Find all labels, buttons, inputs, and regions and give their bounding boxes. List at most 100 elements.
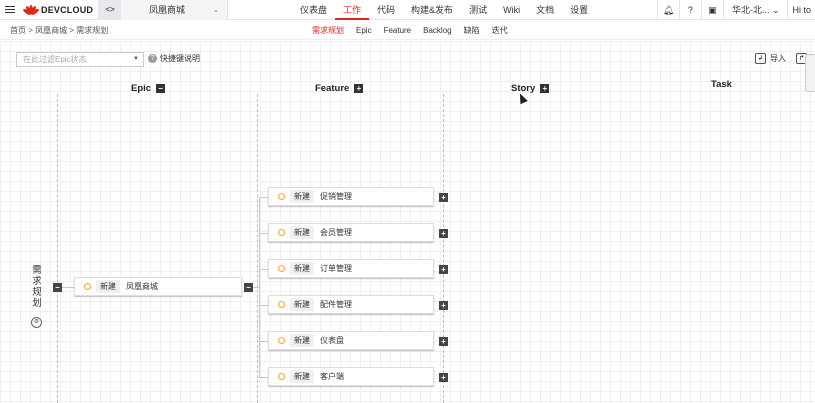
plus-square-icon[interactable]: +	[439, 337, 448, 346]
connector-line	[259, 269, 268, 270]
settings-cog-icon[interactable]: ⚙	[31, 317, 42, 328]
feature-name: 客户端	[320, 372, 344, 381]
main-nav: 仪表盘 工作 代码 构建&发布 测试 Wiki 文档 设置	[292, 0, 596, 20]
tab-epic[interactable]: Epic	[356, 26, 372, 35]
import-label: 导入	[770, 54, 786, 63]
nav-dashboard[interactable]: 仪表盘	[300, 5, 328, 15]
feature-card[interactable]: 新建 仪表盘	[268, 331, 434, 350]
root-node-label: 需求规划	[32, 265, 42, 309]
column-title-feature: Feature	[315, 83, 350, 94]
plus-square-icon[interactable]: +	[439, 265, 448, 274]
tab-backlog[interactable]: Backlog	[423, 26, 452, 35]
tab-iterations[interactable]: 迭代	[491, 26, 508, 35]
work-tabs: 需求规划 Epic Feature Backlog 缺陷 迭代	[306, 21, 514, 40]
epic-status-filter[interactable]: 在此过滤Epic状态 ▼	[16, 52, 144, 67]
help-icon[interactable]: ?	[678, 0, 701, 20]
connector-line	[253, 287, 259, 288]
connector-line	[259, 233, 268, 234]
user-menu[interactable]: Hi to	[787, 0, 815, 20]
nav-build-release[interactable]: 构建&发布	[411, 5, 454, 15]
connector-line	[259, 305, 268, 306]
feature-name: 订单管理	[320, 264, 352, 273]
filter-placeholder: 在此过滤Epic状态	[23, 55, 87, 64]
planning-canvas[interactable]: 在此过滤Epic状态 ▼ ? 快捷键说明 ↲ 导入 ↱ Epic − Featu…	[0, 41, 815, 403]
region-label: 华北-北...	[731, 5, 770, 15]
logo-text: DEVCLOUD	[41, 4, 94, 15]
status-badge: 新建	[290, 262, 314, 275]
plus-square-icon[interactable]: +	[439, 229, 448, 238]
feature-name: 会员管理	[320, 228, 352, 237]
status-circle-icon	[278, 337, 285, 344]
tab-defects[interactable]: 缺陷	[463, 26, 480, 35]
status-badge: 新建	[290, 334, 314, 347]
tab-feature[interactable]: Feature	[383, 26, 412, 35]
nav-docs[interactable]: 文档	[536, 5, 555, 15]
tree-trunk-line	[259, 197, 260, 377]
project-switcher[interactable]: <> 凤凰商城 ⌄	[98, 0, 228, 20]
bell-icon[interactable]: 🔔︎	[656, 0, 679, 20]
plus-square-icon[interactable]: +	[354, 84, 364, 93]
feature-card[interactable]: 新建 会员管理	[268, 223, 434, 242]
region-selector[interactable]: 华北-北... ⌄	[722, 0, 788, 20]
clipboard-icon[interactable]: ▣	[700, 0, 723, 20]
nav-test[interactable]: 测试	[469, 5, 488, 15]
breadcrumb[interactable]: 首页 > 凤凰商城 > 需求规划	[10, 26, 109, 35]
tab-requirement-planning[interactable]: 需求规划	[312, 26, 344, 35]
connector-line	[259, 341, 268, 342]
column-divider	[257, 94, 258, 403]
shortcut-help-link[interactable]: ? 快捷键说明	[148, 53, 200, 64]
status-badge: 新建	[290, 226, 314, 239]
devcloud-logo[interactable]: DEVCLOUD	[20, 0, 98, 20]
epic-collapse-toggle[interactable]: −	[244, 283, 253, 292]
question-icon: ?	[148, 54, 157, 63]
plus-square-icon[interactable]: +	[439, 301, 448, 310]
import-icon: ↲	[755, 53, 766, 64]
connector-line	[259, 197, 268, 198]
plus-square-icon[interactable]: +	[439, 373, 448, 382]
nav-code[interactable]: 代码	[377, 5, 396, 15]
top-navigation-bar: DEVCLOUD <> 凤凰商城 ⌄ 仪表盘 工作 代码 构建&发布 测试 Wi…	[0, 0, 815, 20]
column-header-task: Task	[711, 79, 732, 90]
shortcut-label: 快捷键说明	[160, 54, 200, 63]
connector-line	[62, 287, 74, 288]
feature-name: 促销管理	[320, 192, 352, 201]
column-header-feature: Feature +	[315, 83, 364, 94]
column-title-epic: Epic	[131, 83, 152, 94]
side-panel-handle[interactable]	[805, 54, 815, 92]
status-circle-icon	[278, 265, 285, 272]
project-name: 凤凰商城	[148, 5, 185, 15]
sub-navigation-bar: 首页 > 凤凰商城 > 需求规划 需求规划 Epic Feature Backl…	[0, 21, 815, 40]
feature-card[interactable]: 新建 促销管理	[268, 187, 434, 206]
column-header-epic: Epic −	[131, 83, 166, 94]
feature-card[interactable]: 新建 订单管理	[268, 259, 434, 278]
chevron-down-icon[interactable]: ⌄	[213, 6, 219, 14]
status-circle-icon	[278, 193, 285, 200]
import-button[interactable]: ↲ 导入	[755, 53, 786, 64]
connector-line	[259, 377, 268, 378]
caret-down-icon: ▼	[133, 56, 139, 62]
feature-name: 仪表盘	[320, 336, 344, 345]
feature-card[interactable]: 新建 客户端	[268, 367, 434, 386]
status-circle-icon	[84, 283, 91, 290]
status-badge: 新建	[290, 370, 314, 383]
status-badge: 新建	[96, 280, 120, 293]
status-circle-icon	[278, 229, 285, 236]
status-circle-icon	[278, 373, 285, 380]
column-divider	[57, 94, 58, 403]
root-collapse-toggle[interactable]: −	[53, 283, 62, 292]
column-header-story: Story +	[511, 83, 550, 94]
minus-square-icon[interactable]: −	[156, 84, 166, 93]
feature-name: 配件管理	[320, 300, 352, 309]
huawei-flower-icon	[22, 4, 40, 16]
nav-work[interactable]: 工作	[335, 0, 370, 20]
nav-wiki[interactable]: Wiki	[503, 5, 521, 15]
column-title-task: Task	[711, 79, 732, 90]
feature-card[interactable]: 新建 配件管理	[268, 295, 434, 314]
plus-square-icon[interactable]: +	[540, 84, 550, 93]
column-divider	[443, 94, 444, 403]
hamburger-icon[interactable]	[0, 0, 20, 20]
plus-square-icon[interactable]: +	[439, 193, 448, 202]
nav-settings[interactable]: 设置	[570, 5, 589, 15]
epic-card[interactable]: 新建 凤凰商城	[74, 277, 242, 296]
code-icon[interactable]: <>	[99, 0, 121, 20]
